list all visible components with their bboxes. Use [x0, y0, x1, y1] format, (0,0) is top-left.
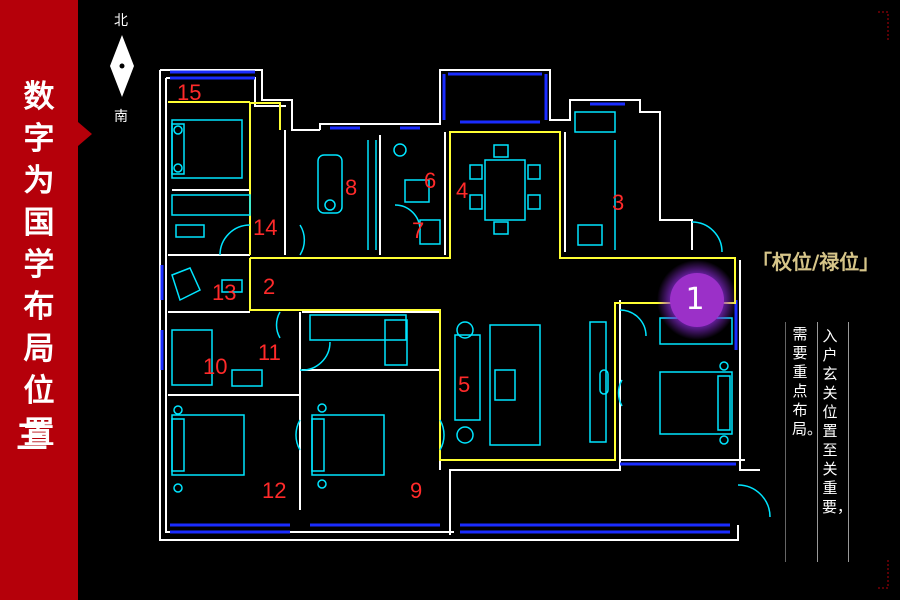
note-divider-right [848, 322, 849, 562]
room-number-10: 10 [203, 354, 228, 379]
room-number-2: 2 [263, 274, 276, 299]
marker-label: 1 [685, 282, 705, 317]
zone-outlines [168, 101, 736, 461]
corner-frame [878, 11, 889, 589]
note-line-2: 需要重点布局。 [792, 325, 823, 438]
room-number-3: 3 [612, 190, 625, 215]
note-divider-left [785, 322, 786, 562]
room-number-12: 12 [262, 478, 287, 503]
room-number-8: 8 [345, 175, 358, 200]
room-number-5: 5 [458, 372, 471, 397]
room-number-4: 4 [456, 178, 469, 203]
room-number-15: 15 [177, 80, 202, 105]
room-number-11: 11 [258, 340, 281, 365]
room-number-14: 14 [253, 215, 278, 240]
windows [160, 70, 738, 534]
sidebar-panel: 数字为国学布局位置 三 [0, 0, 78, 600]
room-number-7: 7 [412, 218, 425, 243]
outer-walls [159, 69, 760, 541]
compass-south-label: 南 [114, 109, 128, 125]
room-number-9: 9 [410, 478, 423, 503]
compass-needle [110, 35, 134, 97]
room-number-13: 13 [212, 280, 237, 305]
sidebar-arrow [78, 122, 92, 146]
note-divider-middle [817, 322, 818, 562]
furniture [171, 111, 733, 493]
sidebar-chapter-number: 三 [16, 418, 49, 456]
compass-north-label: 北 [114, 13, 128, 29]
sidebar-title: 数字为国学布局位置 [23, 79, 55, 451]
room-number-6: 6 [424, 168, 437, 193]
note-heading: 「权位/禄位」 [752, 250, 880, 274]
note-line-1: 入户玄关位置至关重要， [822, 327, 853, 516]
